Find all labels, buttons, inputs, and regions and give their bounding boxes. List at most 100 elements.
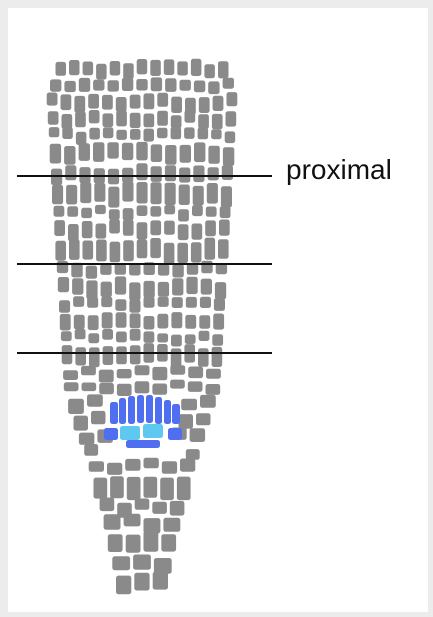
root-cell (179, 414, 194, 429)
root-cell (185, 315, 196, 329)
root-cell (93, 80, 104, 91)
root-cell (208, 167, 219, 180)
root-cell (151, 166, 162, 182)
root-cell (103, 346, 114, 365)
stem-cell-niche (104, 395, 182, 448)
root-cell (136, 79, 147, 91)
root-cell (144, 281, 155, 298)
root-cell (130, 345, 141, 364)
root-cell (222, 165, 233, 180)
root-cell (73, 296, 84, 307)
root-cell (87, 394, 103, 406)
root-cell (89, 347, 100, 367)
root-cell (196, 413, 211, 425)
root-cell (150, 60, 161, 76)
root-cell (115, 276, 126, 294)
root-cell (186, 277, 197, 294)
root-cell (172, 297, 183, 308)
root-cell (99, 370, 114, 383)
root-cell (186, 297, 197, 308)
root-cell (79, 143, 90, 161)
root-cell (150, 220, 161, 235)
root-cell (130, 113, 141, 128)
root-cell (180, 80, 191, 91)
root-cell (158, 297, 169, 307)
root-cell (116, 130, 127, 140)
root-cell (144, 477, 158, 498)
root-cell (135, 381, 150, 393)
root-cell (65, 165, 76, 180)
root-cell (137, 205, 148, 216)
root-cell (62, 114, 73, 129)
root-cell (69, 60, 80, 75)
root-cell (130, 95, 141, 109)
root-cell (216, 264, 227, 275)
root-cell (117, 384, 132, 396)
root-cell (206, 369, 221, 379)
root-cell (129, 264, 140, 276)
root-cell (164, 59, 175, 75)
root-cell (157, 333, 168, 342)
root-cell (163, 518, 180, 532)
root-cell (152, 502, 167, 514)
root-cell (103, 127, 114, 138)
root-cell (107, 463, 122, 475)
root-cell (64, 382, 79, 391)
root-cell (187, 264, 198, 275)
stem-cell (119, 398, 126, 424)
root-cell (133, 555, 151, 570)
root-cell (62, 345, 73, 364)
root-cell (144, 297, 155, 308)
root-cell (188, 381, 203, 392)
root-cell (151, 144, 162, 162)
root-cell (157, 111, 168, 126)
root-cell (117, 369, 132, 378)
root-cell (88, 315, 99, 330)
root-cell (171, 127, 182, 139)
root-cell (75, 112, 86, 128)
columella-stem-cell (126, 440, 160, 448)
root-cell (68, 399, 84, 414)
root-cell (165, 78, 176, 92)
root-cell (165, 165, 176, 181)
root-cell (219, 220, 230, 236)
root-cell (144, 531, 159, 552)
root-cell (116, 576, 131, 595)
root-cell (67, 206, 78, 217)
root-cell (180, 459, 195, 472)
root-cell (116, 332, 127, 343)
root-cell (158, 282, 169, 297)
root-cell (193, 166, 204, 183)
root-cell (123, 63, 134, 79)
root-cell (96, 240, 107, 262)
root-cell (135, 499, 150, 510)
root-cell (223, 147, 234, 166)
root-cell (172, 278, 183, 295)
root-cell (171, 115, 182, 128)
root-cell (213, 314, 224, 330)
root-cell (109, 209, 120, 220)
root-cell (75, 329, 86, 340)
root-cell (194, 81, 205, 93)
root-cell (69, 239, 80, 260)
root-cell (88, 333, 99, 343)
root-cell (102, 312, 113, 328)
root-cell (47, 93, 58, 106)
root-cell (177, 61, 188, 75)
root-cell (127, 477, 141, 500)
root-cell (171, 312, 182, 328)
root-cell (87, 297, 98, 308)
root-cell (154, 558, 172, 574)
root-cell (150, 206, 161, 217)
root-cell (152, 384, 167, 395)
root-cell (199, 315, 210, 329)
root-cell (96, 224, 107, 239)
proximal-label: proximal (286, 154, 392, 186)
root-cell (116, 97, 127, 112)
root-cell (144, 93, 155, 109)
root-cell (212, 347, 223, 367)
root-cell (134, 573, 149, 591)
root-cell (212, 334, 223, 346)
stem-cell (164, 400, 171, 424)
root-cell (74, 96, 85, 113)
